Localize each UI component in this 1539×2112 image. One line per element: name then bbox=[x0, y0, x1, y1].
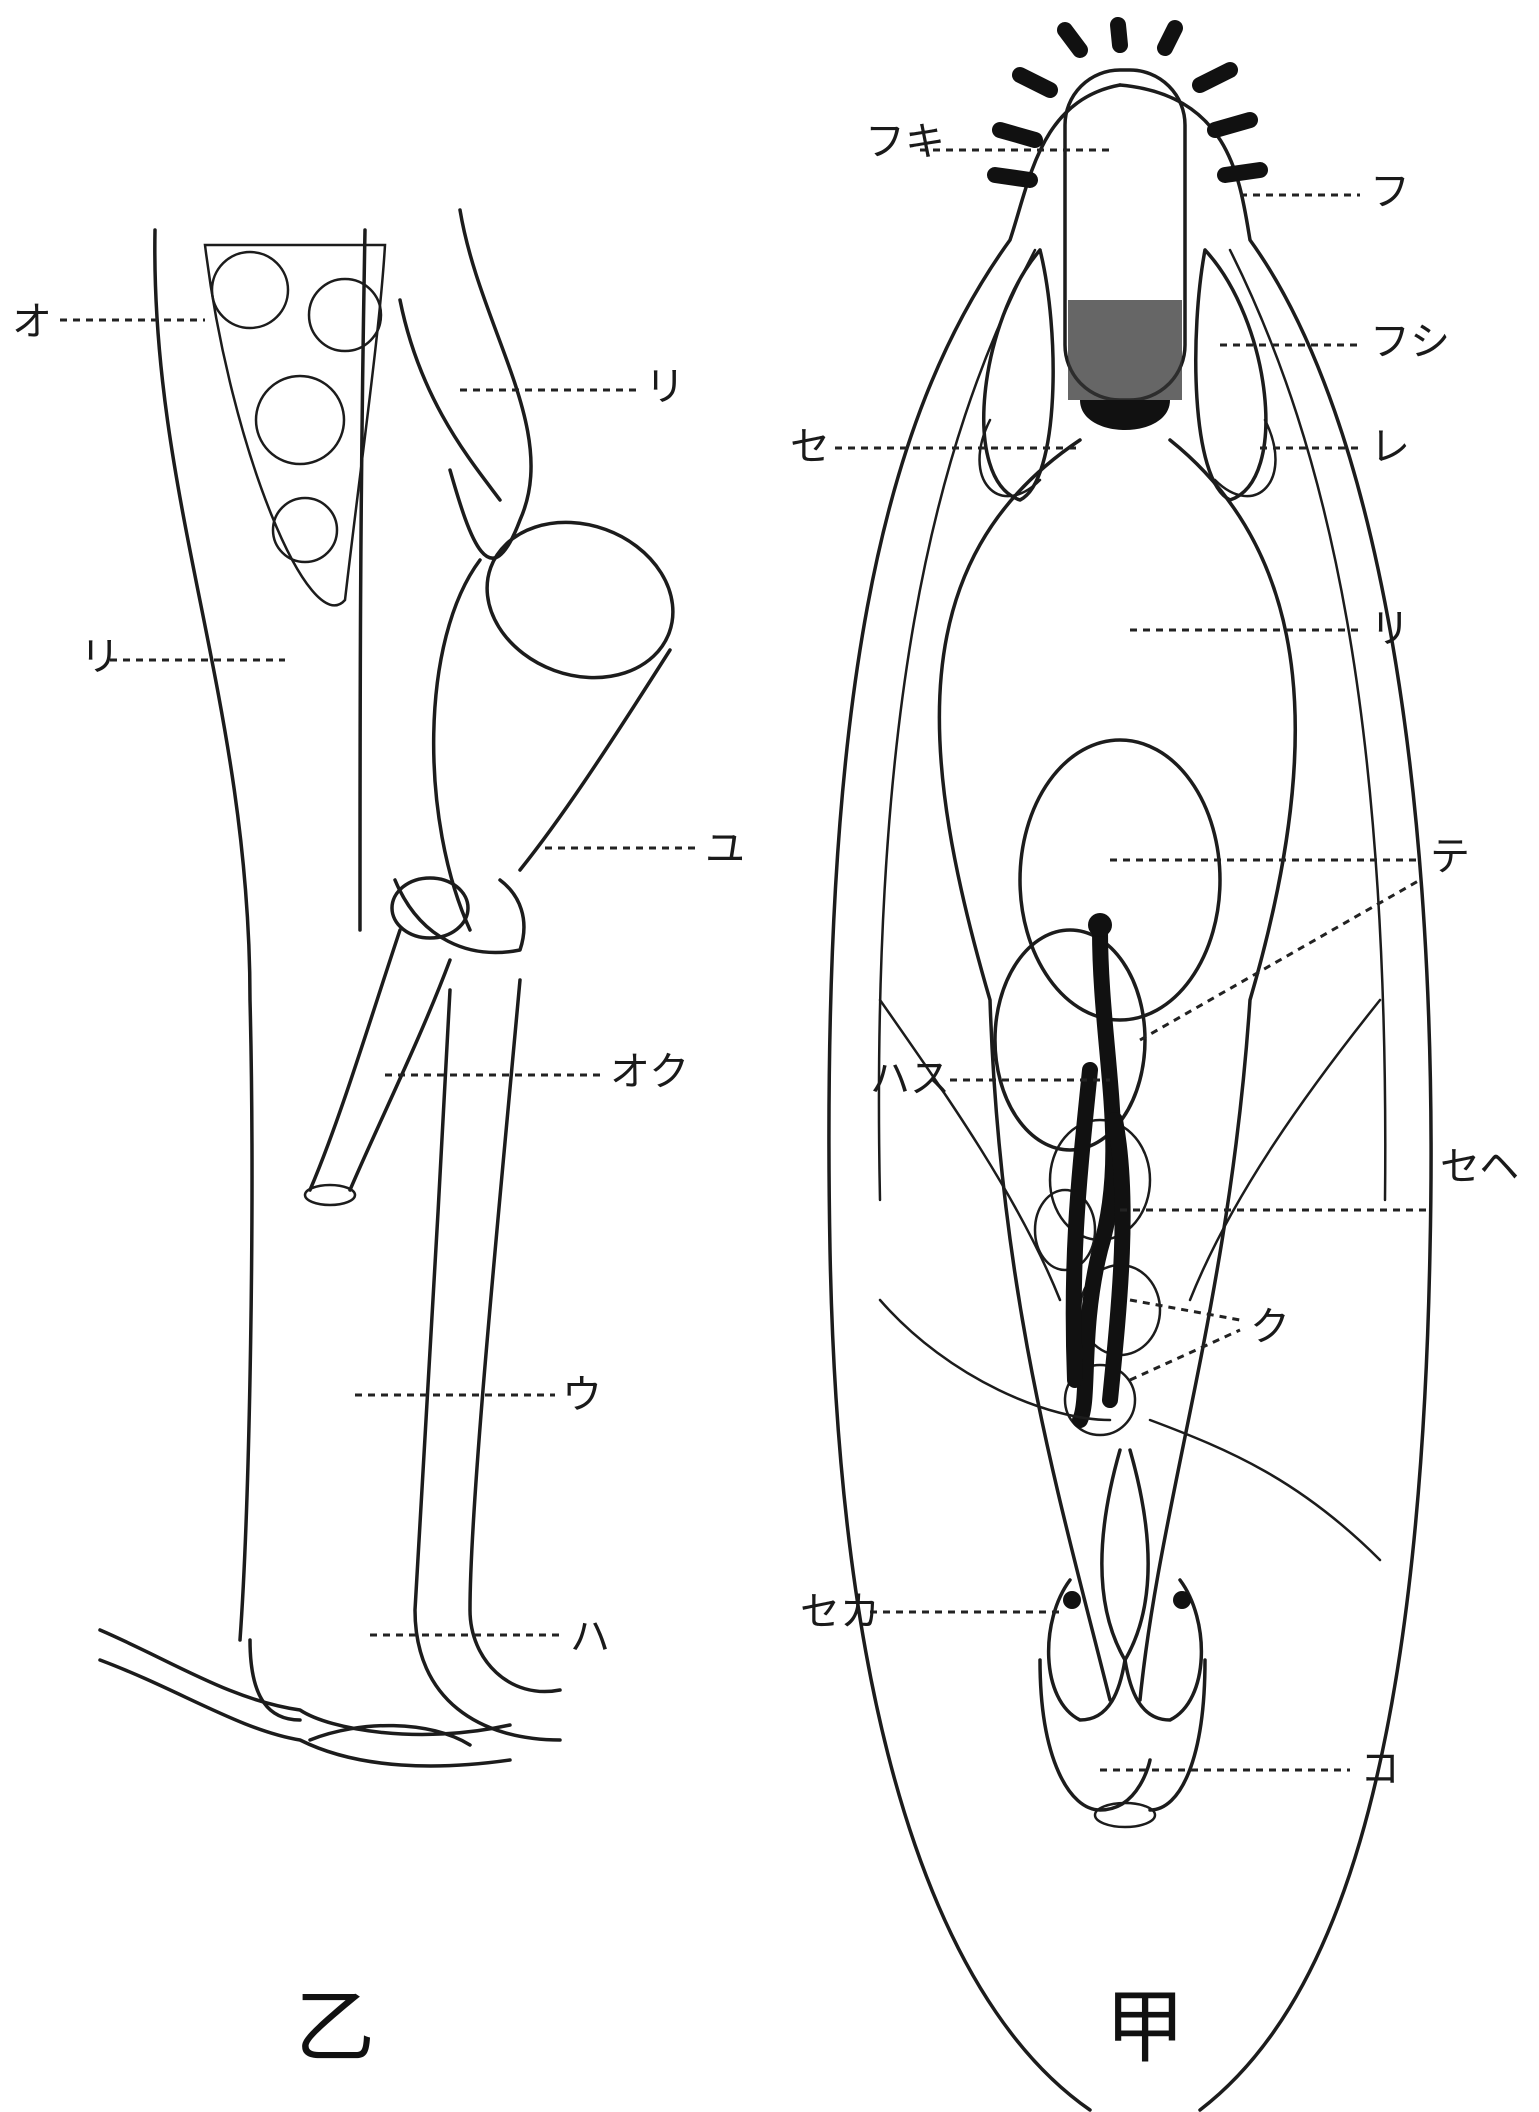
label-ku: ク bbox=[1250, 1304, 1290, 1350]
label-ri: リ bbox=[1370, 606, 1410, 652]
caption-otsu: 乙 bbox=[295, 1981, 375, 2074]
label-yu: ユ bbox=[705, 826, 745, 872]
label-oku: オク bbox=[610, 1049, 689, 1095]
label-sehe: セヘ bbox=[1440, 1144, 1519, 1190]
label-ri-b: リ bbox=[645, 364, 685, 410]
caption-kou: 甲 bbox=[1105, 1981, 1185, 2074]
figure-otsu: オ リ リ ユ オク ウ ハ 乙 bbox=[12, 210, 745, 2074]
label-ri-a: リ bbox=[80, 634, 120, 680]
label-se: セ bbox=[790, 424, 830, 470]
head-spines bbox=[995, 25, 1260, 180]
label-hasu: ハス bbox=[870, 1056, 950, 1102]
label-ha: ハ bbox=[570, 1614, 610, 1660]
figure-kou: フキ フ フシ セ レ リ テ ハス セヘ ク セカ コ 甲 bbox=[790, 25, 1519, 2110]
label-o: オ bbox=[12, 299, 52, 345]
label-fushi: フシ bbox=[1370, 319, 1450, 365]
label-ko: コ bbox=[1360, 1746, 1400, 1792]
label-u: ウ bbox=[562, 1372, 602, 1418]
label-seka: セカ bbox=[800, 1589, 880, 1635]
label-fu: フ bbox=[1370, 169, 1410, 215]
label-re: レ bbox=[1370, 424, 1410, 470]
label-te: テ bbox=[1430, 834, 1470, 880]
label-fuki: フキ bbox=[865, 119, 945, 165]
